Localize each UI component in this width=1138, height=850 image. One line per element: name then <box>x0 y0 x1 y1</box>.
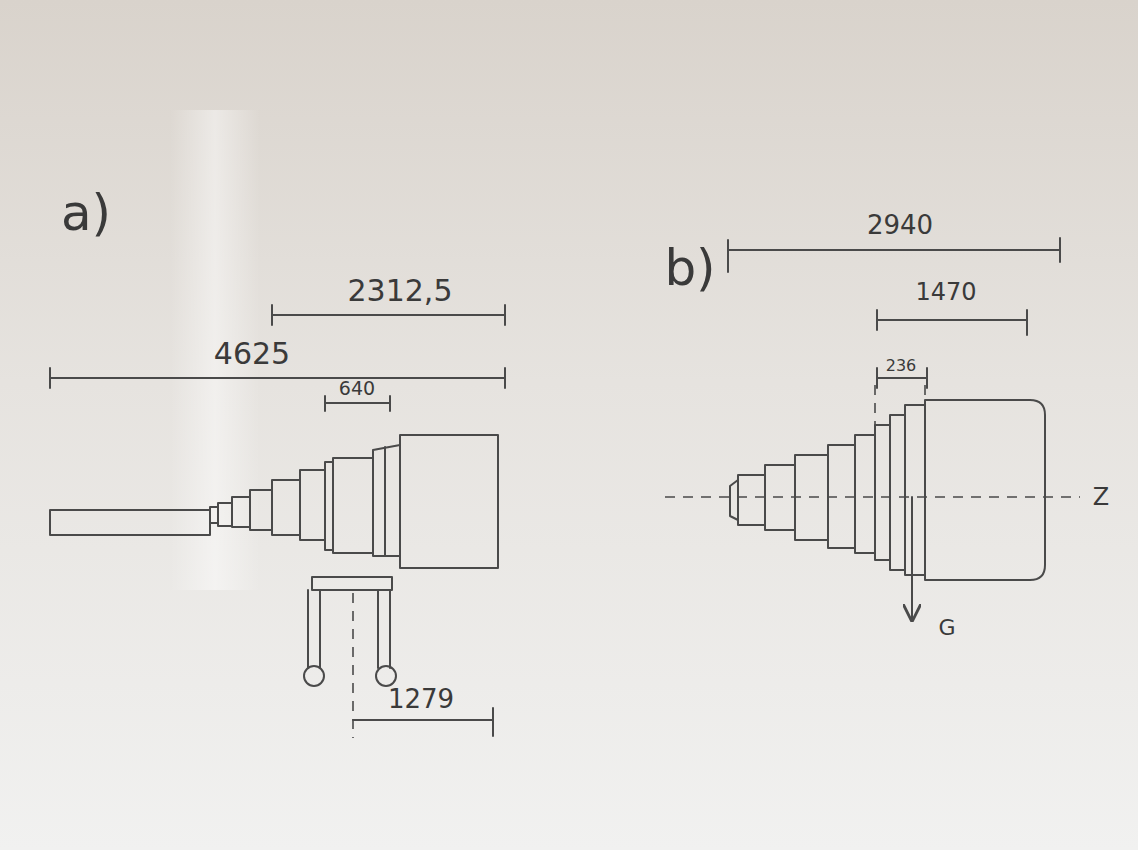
telescope-side-view <box>50 435 498 568</box>
support-stand <box>304 577 396 738</box>
dimension-value: 236 <box>886 358 917 374</box>
dimension-value: 1470 <box>915 280 976 304</box>
dimension-value: 2940 <box>867 212 933 238</box>
dimension-value: 640 <box>339 379 375 398</box>
view-letter: a) <box>61 188 111 238</box>
axis-label: Z <box>1093 485 1109 509</box>
dimension-value: 2312,5 <box>348 276 453 306</box>
dimension-value: 1279 <box>388 686 454 712</box>
dimension-value: 4625 <box>214 339 290 369</box>
telescope-tilted-view <box>665 385 1080 620</box>
dimension-lines-a <box>50 305 505 736</box>
dimension-lines-b <box>728 238 1060 388</box>
force-label: G <box>938 617 955 639</box>
view-letter: b) <box>664 243 715 293</box>
